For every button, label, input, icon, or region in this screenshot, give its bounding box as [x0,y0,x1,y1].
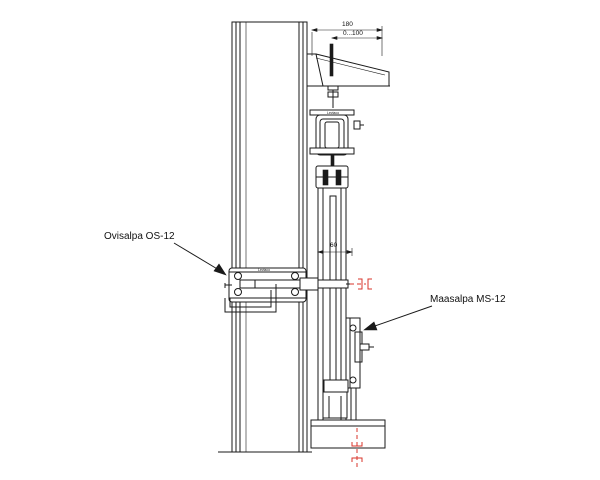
svg-text:Leviaco: Leviaco [327,111,339,115]
door-latch-os12: Leviaco [224,267,354,313]
svg-text:Leviaco: Leviaco [258,268,270,272]
callout-ground-latch: Maasalpa MS-12 [363,294,506,331]
dimension-60: 60 [330,242,338,249]
dimension-0-100: 0...100 [343,30,363,37]
label-ovisalpa: Ovisalpa OS-12 [104,231,175,242]
ground-plate [310,419,386,449]
gate-post [218,21,312,453]
label-maasalpa: Maasalpa MS-12 [430,294,506,305]
dimension-60-group: 60 [316,242,354,256]
door-latch-marker [350,278,372,290]
callout-door-latch: Ovisalpa OS-12 [104,231,227,276]
ground-latch-ms12 [322,317,374,429]
hinge-clamp: Leviaco [309,109,364,168]
top-dimensions: 180 0...100 [310,21,384,56]
top-bracket [306,43,390,108]
lower-hinge [315,165,349,189]
dimension-180: 180 [342,21,353,28]
ground-latch-marker [351,428,363,468]
